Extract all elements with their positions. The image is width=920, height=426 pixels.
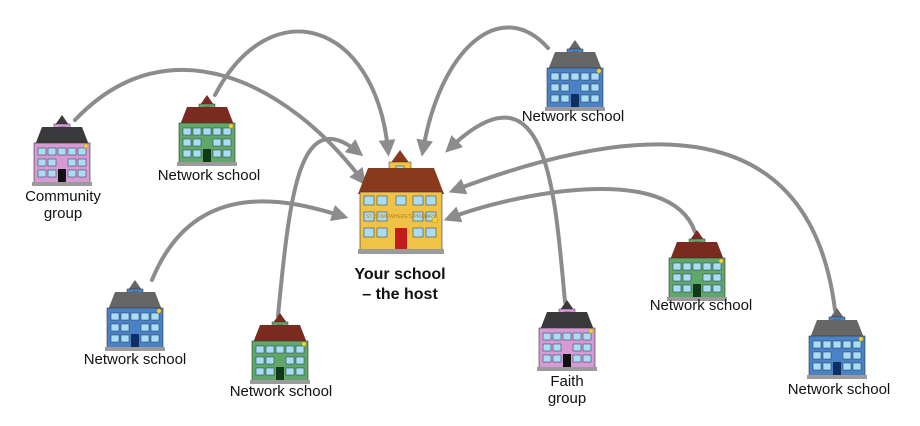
building-community [32,115,92,186]
label-net3: Network school [83,351,187,368]
host-label: Your school– the host [354,266,446,303]
building-faith [537,300,597,371]
arrow-net3-to-host [150,199,349,282]
building-net6 [807,308,867,379]
building-net4 [250,313,310,384]
label-net1: Network school [157,167,261,184]
label-net6: Network school [787,381,891,398]
arrow-net5-to-host [443,186,697,234]
arrow-net6-to-host [448,142,837,312]
building-net5 [667,230,727,301]
building-net3 [105,280,165,351]
building-net2 [545,40,605,111]
arrow-net4-to-host [276,136,364,318]
arrow-faith-to-host [445,115,567,304]
label-net4: Network school [229,383,333,400]
label-net5: Network school [649,297,753,314]
arrow-net1-to-host [213,29,396,157]
host-building: ST. SOMEWHERE'S PRIMARY [358,150,444,254]
host-sign: ST. SOMEWHERE'S PRIMARY [366,214,437,220]
arrow-net2-to-host [416,25,550,157]
building-net1 [177,95,237,166]
label-net2: Network school [521,108,625,125]
